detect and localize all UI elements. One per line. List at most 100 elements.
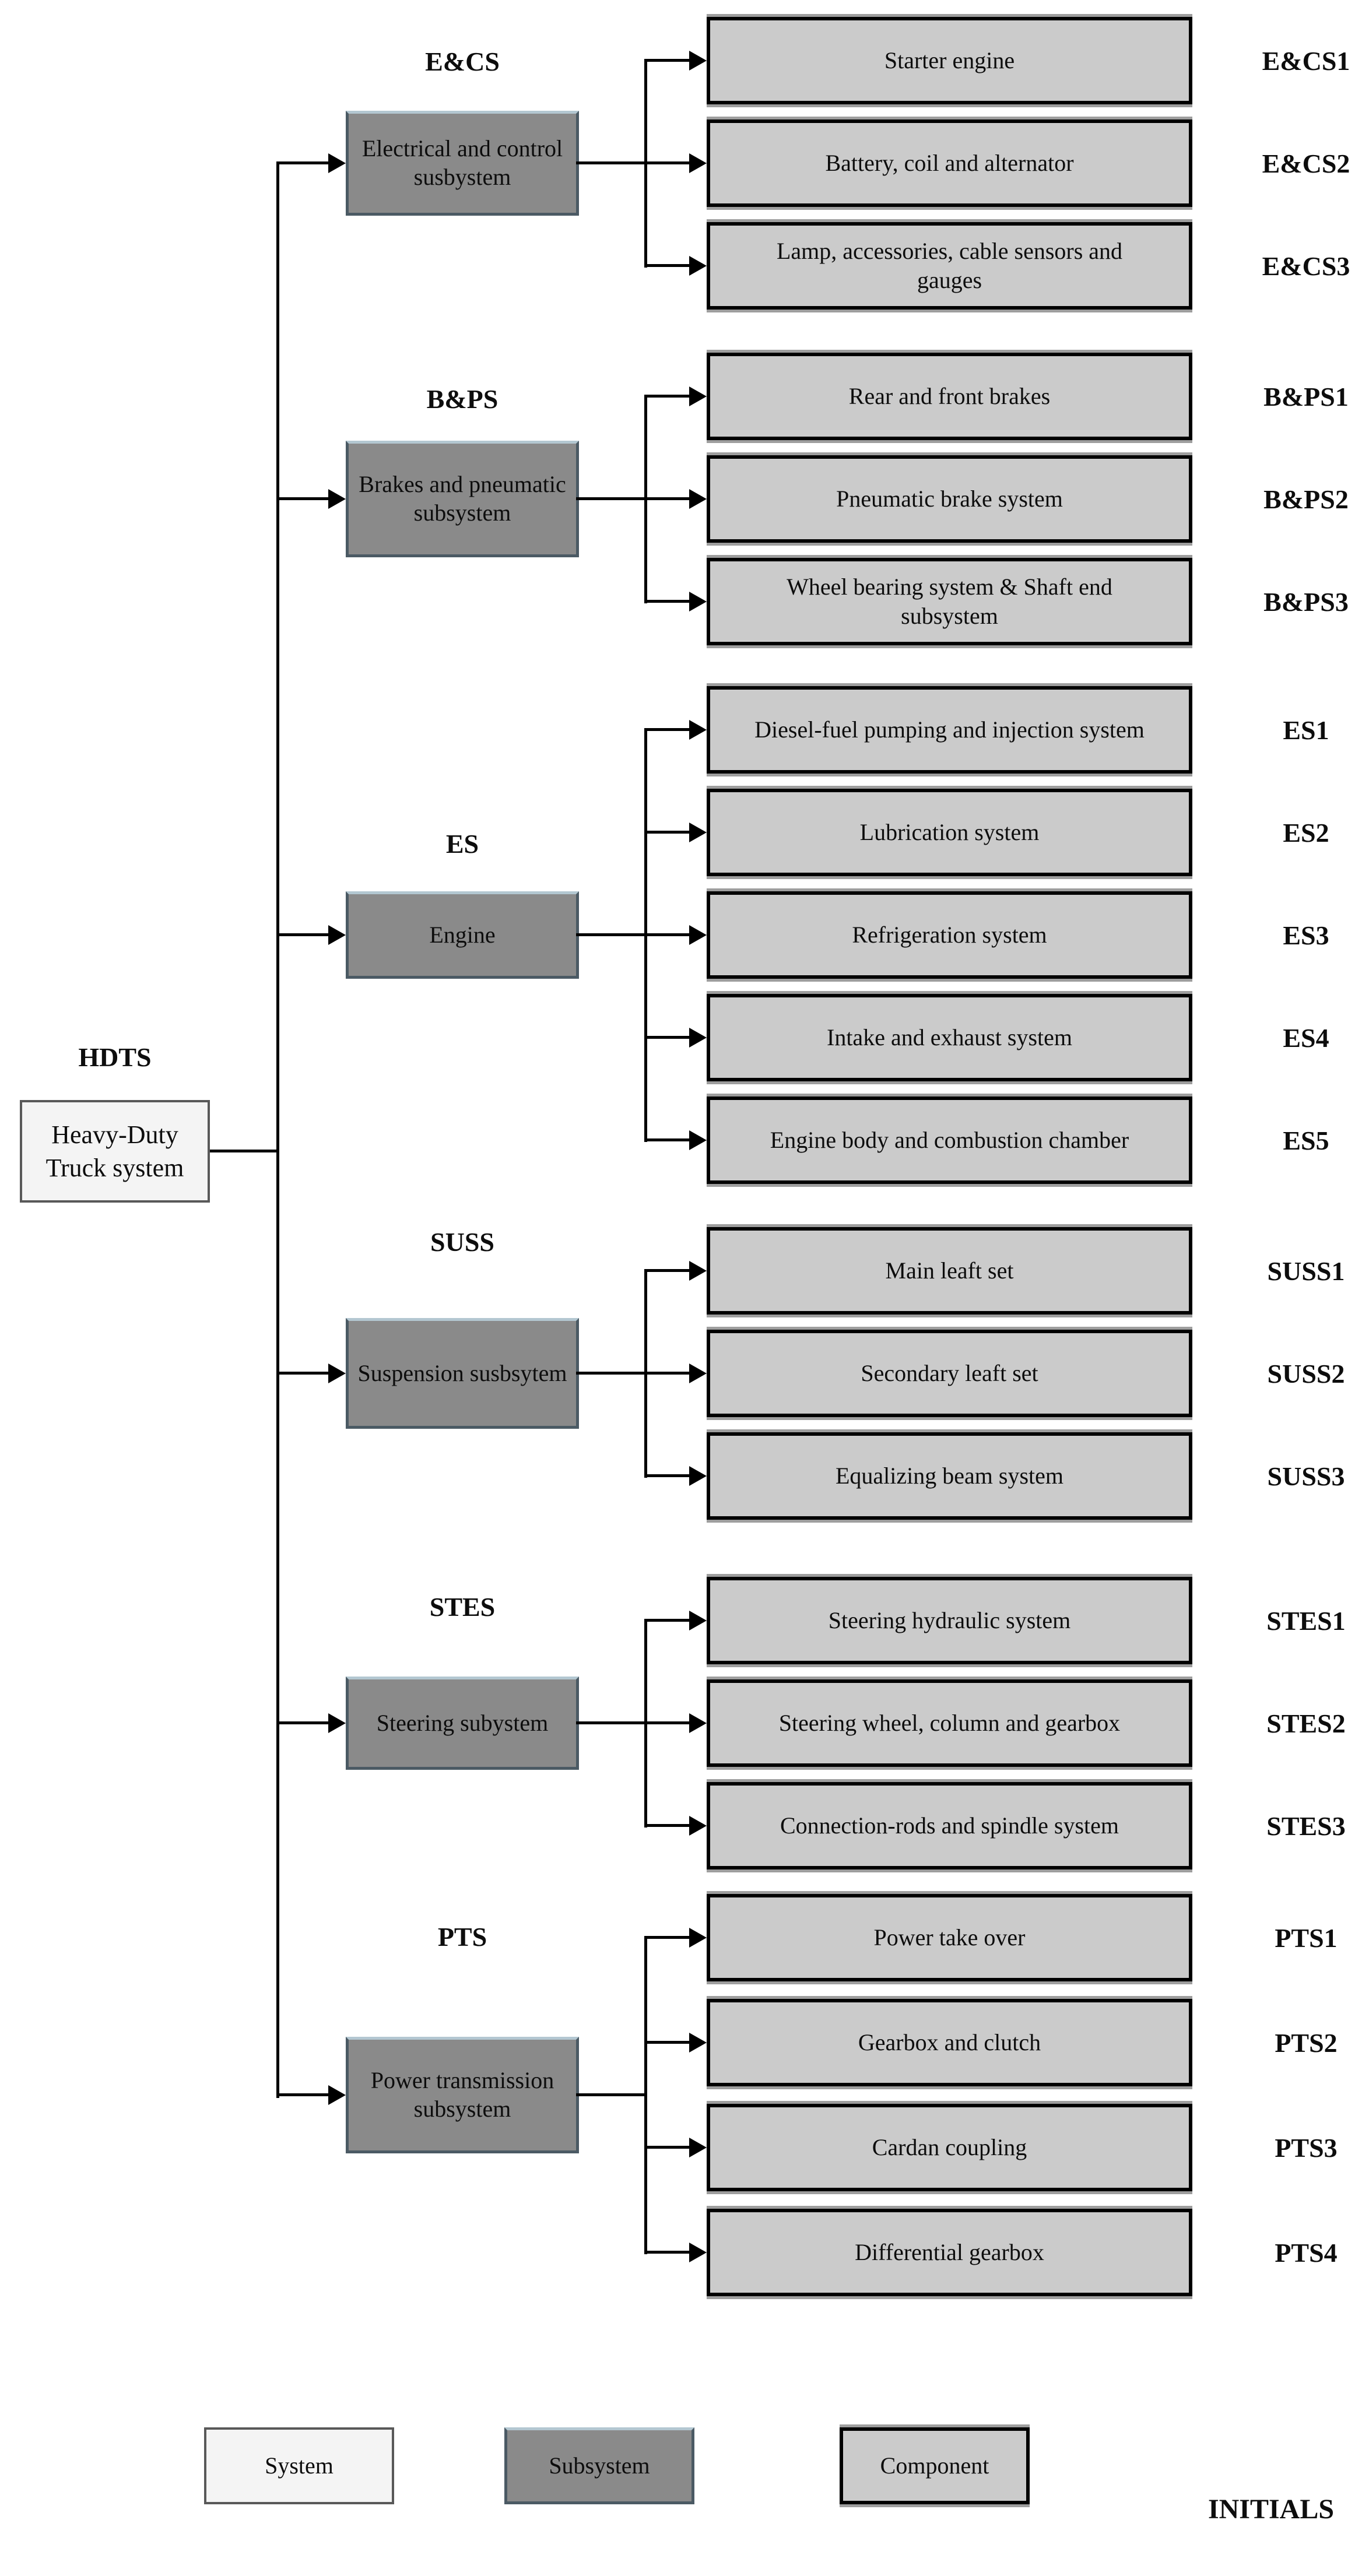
component-arrow-line bbox=[644, 728, 690, 731]
component-box: Secondary leaft set bbox=[707, 1330, 1192, 1417]
component-label: Diesel-fuel pumping and injection system bbox=[754, 716, 1145, 743]
subsystem-initial-label: ES bbox=[445, 828, 479, 859]
component-initial-label: STES3 bbox=[1266, 1811, 1346, 1841]
component-arrowhead bbox=[689, 51, 707, 71]
subsystem-to-branch-line bbox=[576, 933, 647, 936]
component-arrowhead bbox=[689, 153, 707, 173]
component-label: Secondary leaft set bbox=[861, 1360, 1038, 1386]
component-label: Equalizing beam system bbox=[835, 1463, 1063, 1489]
legend-system-box: System bbox=[204, 2427, 394, 2504]
component-arrow-line bbox=[644, 2251, 690, 2254]
component-arrowhead bbox=[689, 823, 707, 842]
component-box: Engine body and combustion chamber bbox=[707, 1097, 1192, 1184]
component-initial-label: PTS1 bbox=[1275, 1923, 1338, 1953]
component-label: Lubrication system bbox=[859, 819, 1040, 845]
root-system-box: Heavy-Duty Truck system bbox=[20, 1100, 210, 1203]
legend-subsystem-box: Subsystem bbox=[504, 2427, 694, 2504]
component-label: Power take over bbox=[873, 1924, 1026, 1951]
component-arrowhead bbox=[689, 256, 707, 276]
subsystem-arrow-line bbox=[278, 161, 329, 164]
component-initial-label: E&CS3 bbox=[1262, 251, 1350, 281]
component-label: Steering wheel, column and gearbox bbox=[778, 1710, 1121, 1736]
component-label: Refrigeration system bbox=[852, 922, 1047, 948]
component-box: Lubrication system bbox=[707, 789, 1192, 876]
component-arrow-line bbox=[644, 1036, 690, 1039]
component-box: Gearbox and clutch bbox=[707, 1999, 1192, 2086]
subsystem-label: Electrical and control susbystem bbox=[361, 135, 563, 190]
subsystem-arrow-line bbox=[278, 2093, 329, 2096]
component-arrow-line bbox=[644, 1138, 690, 1141]
component-box: Cardan coupling bbox=[707, 2104, 1192, 2191]
subsystem-box: Steering subystem bbox=[346, 1677, 579, 1770]
component-box: Power take over bbox=[707, 1894, 1192, 1981]
subsystem-arrowhead bbox=[328, 153, 346, 173]
component-arrow-line bbox=[644, 1269, 690, 1272]
component-arrowhead bbox=[689, 1130, 707, 1150]
component-arrowhead bbox=[689, 925, 707, 945]
root-system-label: Heavy-Duty Truck system bbox=[45, 1120, 184, 1182]
legend-component-label: Component bbox=[880, 2452, 989, 2479]
component-arrowhead bbox=[689, 1611, 707, 1630]
legend-subsystem-label: Subsystem bbox=[549, 2452, 650, 2479]
subsystem-arrow-line bbox=[278, 933, 329, 936]
subsystem-arrow-line bbox=[278, 1372, 329, 1375]
component-arrow-line bbox=[644, 1721, 690, 1724]
component-arrow-line bbox=[644, 497, 690, 500]
component-box: Main leaft set bbox=[707, 1227, 1192, 1315]
trunk-line bbox=[276, 161, 279, 2098]
component-label: Starter engine bbox=[884, 47, 1015, 73]
component-label: Gearbox and clutch bbox=[858, 2029, 1041, 2055]
subsystem-to-branch-line bbox=[576, 2093, 647, 2096]
component-arrow-line bbox=[644, 2146, 690, 2149]
component-label: Pneumatic brake system bbox=[836, 486, 1063, 512]
component-initial-label: PTS3 bbox=[1275, 2132, 1338, 2163]
component-initial-label: E&CS1 bbox=[1262, 45, 1350, 76]
component-arrowhead bbox=[689, 1466, 707, 1486]
component-label: Engine body and combustion chamber bbox=[770, 1127, 1129, 1153]
component-arrow-line bbox=[644, 1824, 690, 1827]
component-arrow-line bbox=[644, 1372, 690, 1375]
subsystem-arrow-line bbox=[278, 1721, 329, 1724]
subsystem-arrowhead bbox=[328, 1363, 346, 1383]
component-arrow-line bbox=[644, 59, 690, 62]
subsystem-label: Engine bbox=[429, 921, 496, 948]
component-label: Steering hydraulic system bbox=[828, 1607, 1071, 1633]
component-arrow-line bbox=[644, 1474, 690, 1477]
subsystem-label: Suspension susbsytem bbox=[357, 1359, 567, 1386]
component-label: Differential gearbox bbox=[855, 2239, 1044, 2265]
subsystem-initial-label: STES bbox=[429, 1591, 496, 1622]
component-box: Equalizing beam system bbox=[707, 1432, 1192, 1520]
component-arrow-line bbox=[644, 2041, 690, 2044]
component-box: Steering hydraulic system bbox=[707, 1577, 1192, 1664]
component-label: Cardan coupling bbox=[872, 2134, 1027, 2160]
component-label: Rear and front brakes bbox=[848, 383, 1051, 409]
subsystem-box: Brakes and pneumatic subsystem bbox=[346, 441, 579, 557]
component-initial-label: PTS4 bbox=[1275, 2237, 1338, 2268]
component-arrowhead bbox=[689, 2033, 707, 2053]
component-initial-label: SUSS3 bbox=[1267, 1461, 1345, 1491]
component-initial-label: STES1 bbox=[1266, 1605, 1346, 1636]
component-arrow-line bbox=[644, 600, 690, 603]
component-arrowhead bbox=[689, 1928, 707, 1948]
component-arrow-line bbox=[644, 395, 690, 398]
component-initial-label: ES1 bbox=[1283, 715, 1329, 745]
component-arrow-line bbox=[644, 1936, 690, 1939]
component-box: Starter engine bbox=[707, 17, 1192, 104]
subsystem-box: Suspension susbsytem bbox=[346, 1318, 579, 1429]
component-box: Wheel bearing system & Shaft end subsyst… bbox=[707, 558, 1192, 645]
component-box: Diesel-fuel pumping and injection system bbox=[707, 686, 1192, 774]
component-arrow-line bbox=[644, 161, 690, 164]
component-arrow-line bbox=[644, 831, 690, 834]
component-arrowhead bbox=[689, 592, 707, 612]
component-label: Intake and exhaust system bbox=[827, 1024, 1072, 1050]
subsystem-box: Power transmission subsystem bbox=[346, 2037, 579, 2153]
component-box: Battery, coil and alternator bbox=[707, 120, 1192, 207]
subsystem-label: Power transmission subsystem bbox=[370, 2067, 554, 2122]
component-arrowhead bbox=[689, 2138, 707, 2157]
subsystem-to-branch-line bbox=[576, 1721, 647, 1724]
root-connector-line bbox=[210, 1150, 279, 1152]
component-initial-label: B&PS2 bbox=[1263, 484, 1349, 514]
subsystem-to-branch-line bbox=[576, 161, 647, 164]
component-initial-label: B&PS3 bbox=[1263, 586, 1349, 617]
